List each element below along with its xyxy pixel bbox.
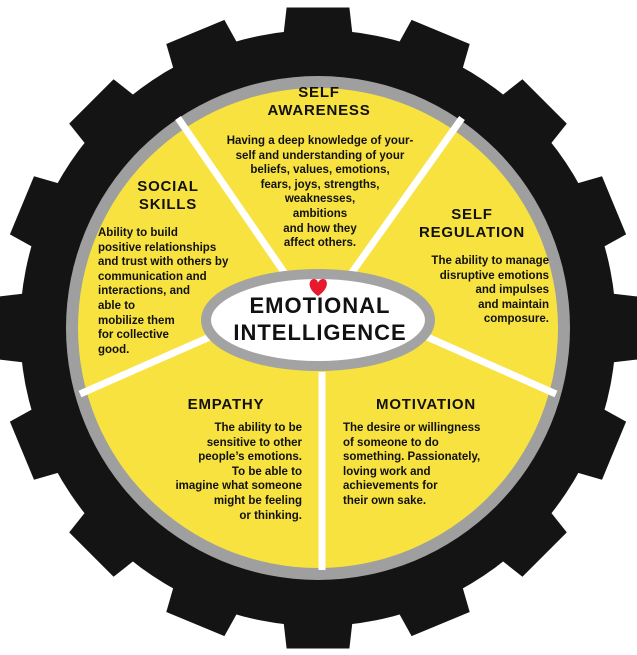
segment-dividers xyxy=(78,115,558,570)
social-skills-description: Ability to build positive relationships … xyxy=(98,227,229,356)
gear-tooth xyxy=(69,502,144,577)
empathy-title: EMPATHY xyxy=(187,396,265,413)
heart-icon xyxy=(309,279,327,296)
social-skills-title: SOCIAL SKILLS xyxy=(137,178,199,213)
motivation-description: The desire or willingness of someone to … xyxy=(343,422,481,507)
segment-divider xyxy=(423,332,558,398)
center-title: EMOTIONAL INTELLIGENCE xyxy=(233,293,407,345)
segment-divider xyxy=(345,115,465,281)
segment-divider xyxy=(78,332,214,398)
self-regulation-title: SELF REGULATION xyxy=(418,206,526,241)
gear-tooth xyxy=(492,79,567,154)
self-awareness-description: Having a deep knowledge of your- self an… xyxy=(226,135,414,250)
self-awareness-title: SELF AWARENESS xyxy=(267,84,371,119)
gear-tooth xyxy=(69,79,144,154)
center-ellipse xyxy=(201,269,435,371)
self-regulation-description: The ability to manage disruptive emotion… xyxy=(431,255,549,326)
motivation-title: MOTIVATION xyxy=(376,396,476,413)
empathy-description: The ability to be sensitive to other peo… xyxy=(175,422,302,522)
segment-divider xyxy=(175,116,291,280)
gear-tooth xyxy=(492,502,567,577)
